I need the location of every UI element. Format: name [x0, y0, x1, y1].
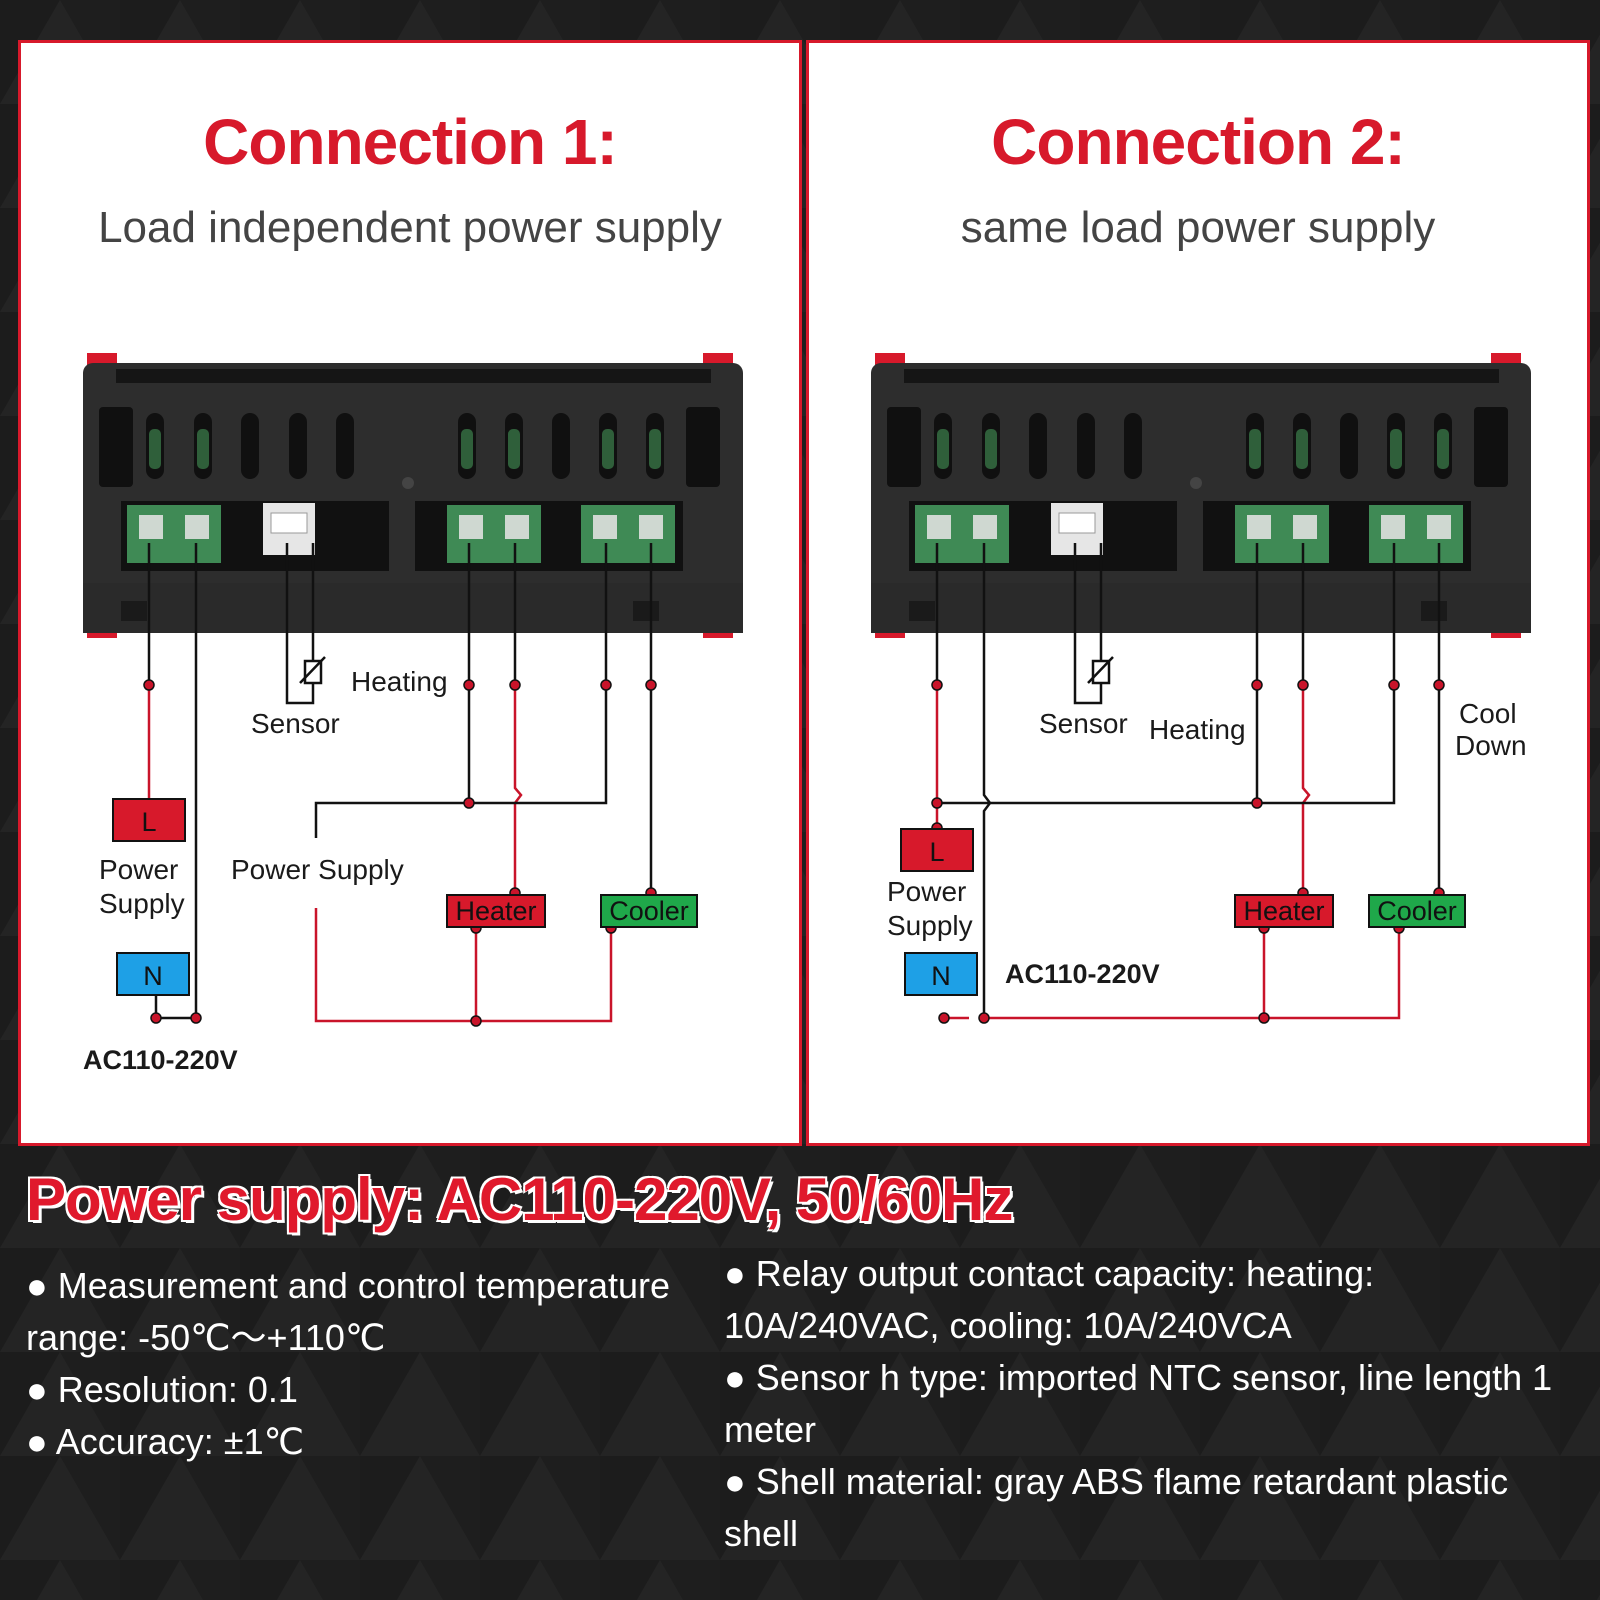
heating-label: Heating [1149, 714, 1246, 745]
power-supply-label-line1: Power [99, 854, 178, 885]
controller-device [83, 353, 743, 638]
svg-text:Cooler: Cooler [1377, 896, 1457, 926]
cool-down-label-line2: Down [1455, 730, 1527, 761]
svg-text:Heater: Heater [455, 896, 536, 926]
wiring-diagram: L N Heater Cooler Sensor Heating Power S… [83, 353, 743, 1075]
panel-subtitle: Load independent power supply [98, 203, 722, 252]
spec-item: ● Relay output contact capacity: heating… [724, 1253, 1375, 1346]
cooler-tag: Cooler [1368, 894, 1466, 928]
heating-label: Heating [351, 666, 448, 697]
connection-1-panel: Connection 1: Load independent power sup… [18, 40, 802, 1146]
controller-device [871, 353, 1531, 638]
panel-title: Connection 2: [991, 106, 1406, 178]
spec-item: ● Accuracy: ±1℃ [26, 1421, 305, 1462]
sensor-label: Sensor [1039, 708, 1128, 739]
panel-title: Connection 1: [203, 106, 618, 178]
power-supply-label-line2: Supply [887, 910, 973, 941]
svg-text:L: L [929, 837, 944, 867]
power-supply-headline: Power supply: AC110-220V, 50/60Hz [26, 1166, 1013, 1233]
power-supply-label-line2: Supply [99, 888, 185, 919]
cooler-tag: Cooler [600, 894, 698, 928]
power-supply-label: Power Supply [231, 854, 404, 885]
spec-item: ● Sensor h type: imported NTC sensor, li… [724, 1357, 1553, 1450]
connection-2-panel: Connection 2: same load power supply [806, 40, 1590, 1146]
panel-subtitle: same load power supply [960, 203, 1436, 252]
voltage-label: AC110-220V [83, 1045, 238, 1075]
voltage-label: AC110-220V [1005, 959, 1160, 989]
spec-item: ● Shell material: gray ABS flame retarda… [724, 1461, 1509, 1554]
svg-text:L: L [141, 807, 156, 837]
svg-text:Cooler: Cooler [609, 896, 689, 926]
L-terminal-tag: L [112, 798, 186, 842]
wiring-diagram: L N Heater Cooler Sensor Heating Cool Do… [871, 353, 1531, 1024]
specs-right: ● Relay output contact capacity: heating… [724, 1248, 1584, 1560]
cool-down-label-line1: Cool [1459, 698, 1517, 729]
svg-text:N: N [143, 961, 163, 991]
spec-item: ● Measurement and control temperature ra… [26, 1265, 671, 1358]
spec-item: ● Resolution: 0.1 [26, 1369, 298, 1410]
specs-left: ● Measurement and control temperature ra… [26, 1260, 706, 1468]
N-terminal-tag: N [904, 952, 978, 996]
power-supply-label-line1: Power [887, 876, 966, 907]
sensor-label: Sensor [251, 708, 340, 739]
N-terminal-tag: N [116, 952, 190, 996]
heater-tag: Heater [446, 894, 546, 928]
svg-text:N: N [931, 961, 951, 991]
heater-tag: Heater [1234, 894, 1334, 928]
svg-text:Heater: Heater [1243, 896, 1324, 926]
L-terminal-tag: L [900, 828, 974, 872]
